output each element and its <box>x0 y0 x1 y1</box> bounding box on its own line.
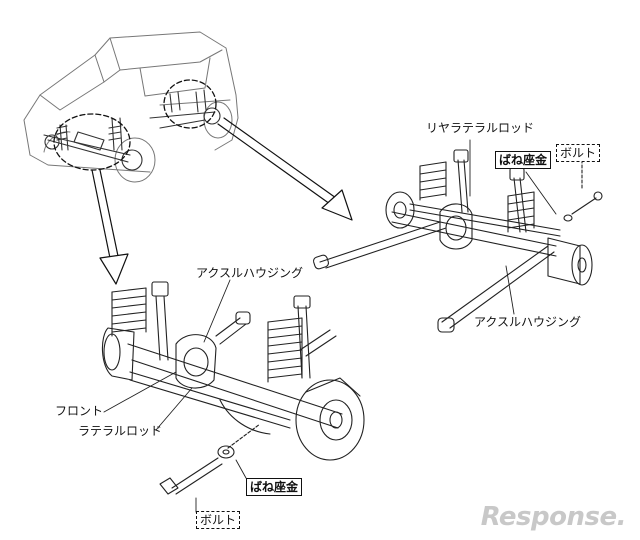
label-rear-lateral-rod: リヤラテラルロッド <box>426 121 535 135</box>
arrow-to-front-detail <box>91 169 129 285</box>
label-front-spring-washer: ばね座金 <box>246 478 303 496</box>
vehicle-outline <box>23 31 239 183</box>
rear-highlight-circle <box>163 79 217 129</box>
label-rear-spring-washer: ばね座金 <box>495 151 552 169</box>
car-front-suspension <box>43 117 143 171</box>
label-front-lateral-rod-line2: ラテラルロッド <box>78 424 163 438</box>
response-watermark-logo: Response. <box>480 502 627 532</box>
label-rear-bolt: ボルト <box>556 144 601 162</box>
label-front-bolt: ボルト <box>196 511 241 529</box>
front-leader-lines <box>103 279 247 513</box>
label-front-lateral-rod-line1: フロント <box>55 404 104 418</box>
front-highlight-circle <box>53 113 131 171</box>
rear-leader-lines <box>469 139 557 315</box>
label-rear-axle-housing: アクスルハウジング <box>474 315 582 329</box>
arrow-to-rear-detail <box>217 117 353 221</box>
car-rear-suspension <box>149 89 221 129</box>
front-axle-assembly <box>101 281 365 495</box>
rear-axle-assembly <box>312 149 603 333</box>
label-front-axle-housing: アクスルハウジング <box>196 266 304 280</box>
